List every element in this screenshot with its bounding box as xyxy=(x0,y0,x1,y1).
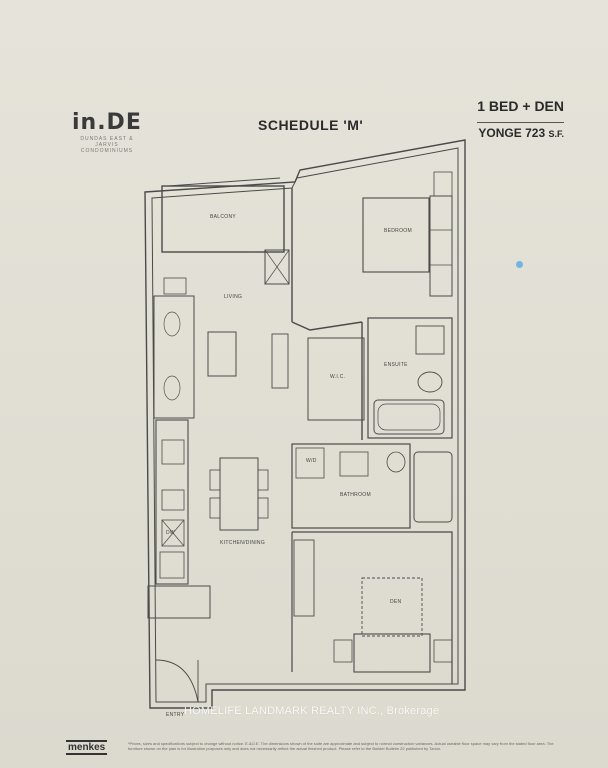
disclaimer-text: *Prices, sizes and specifications subjec… xyxy=(128,741,554,751)
den-sofa xyxy=(353,633,431,673)
schedule-title: SCHEDULE 'M' xyxy=(258,117,364,133)
unit-info: 1 BED + DEN YONGE 723 S.F. xyxy=(477,98,564,140)
location-dot xyxy=(516,261,523,268)
label-bedroom: BEDROOM xyxy=(384,228,412,234)
dining-table xyxy=(219,457,259,531)
label-wic: W.I.C. xyxy=(330,374,345,380)
brand-block: in.DE DUNDAS EAST & JARVIS CONDOMINIUMS xyxy=(72,110,142,154)
label-wd: W/D xyxy=(306,458,317,464)
label-dishwasher: DW xyxy=(166,530,175,536)
unit-model: YONGE 723 S.F. xyxy=(477,122,564,140)
kitchen-counter xyxy=(155,419,189,585)
sofa xyxy=(153,295,195,419)
model-name: YONGE xyxy=(478,126,522,140)
label-entry: ENTRY xyxy=(166,712,185,718)
brand-logo: in.DE xyxy=(72,110,142,135)
brand-subtitle: DUNDAS EAST & JARVIS CONDOMINIUMS xyxy=(80,136,134,154)
coffee-table xyxy=(207,331,237,377)
label-bathroom: BATHROOM xyxy=(340,492,371,498)
inner-wall xyxy=(151,147,459,703)
label-living: LIVING xyxy=(224,294,242,300)
watermark: HOMELIFE LANDMARK REALTY INC., Brokerage xyxy=(184,705,440,717)
area-unit: S.F. xyxy=(548,129,564,139)
label-kitchen-dining: KITCHEN/DINING xyxy=(220,540,265,546)
label-den: DEN xyxy=(390,599,402,605)
area-value: 723 xyxy=(525,126,546,140)
unit-type: 1 BED + DEN xyxy=(477,98,564,114)
outer-wall xyxy=(144,139,466,709)
label-ensuite: ENSUITE xyxy=(384,362,408,368)
developer-logo: menkes xyxy=(66,740,108,755)
bed xyxy=(362,197,430,273)
label-balcony: BALCONY xyxy=(210,214,236,220)
balcony-outline xyxy=(161,185,285,253)
